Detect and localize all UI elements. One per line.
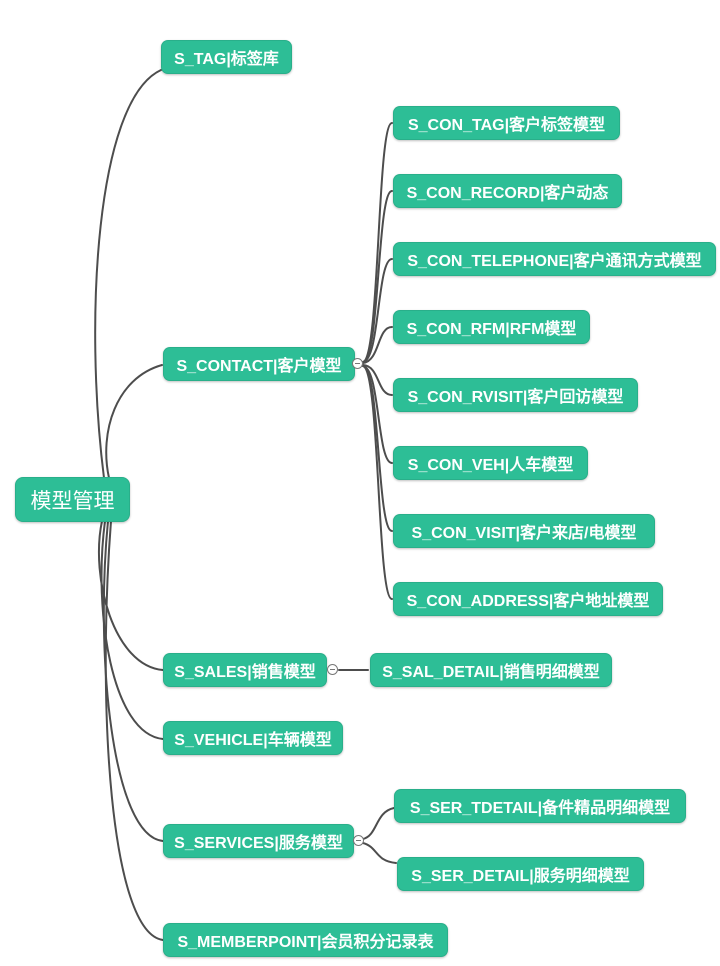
edge-contact-con-rvisit (362, 364, 393, 396)
edge-contact-con-tag (362, 122, 393, 363)
node-s-tag[interactable]: S_TAG|标签库 (161, 40, 292, 74)
edge-contact-con-veh (362, 365, 393, 464)
edge-services-ser-tdetail (362, 807, 395, 840)
minus-icon (355, 363, 360, 364)
edge-root-s-sales (98, 520, 164, 671)
edge-contact-con-rfm (362, 326, 393, 364)
node-s-contact[interactable]: S_CONTACT|客户模型 (163, 347, 355, 381)
node-s-con-visit[interactable]: S_CON_VISIT|客户来店/电模型 (393, 514, 655, 548)
node-s-ser-detail[interactable]: S_SER_DETAIL|服务明细模型 (397, 857, 644, 891)
node-s-services[interactable]: S_SERVICES|服务模型 (163, 824, 354, 858)
edge-contact-con-address (362, 365, 393, 600)
edge-root-s-vehicle (100, 520, 164, 740)
node-s-con-veh[interactable]: S_CON_VEH|人车模型 (393, 446, 588, 480)
node-s-memberpoint[interactable]: S_MEMBERPOINT|会员积分记录表 (163, 923, 448, 957)
node-s-ser-tdetail[interactable]: S_SER_TDETAIL|备件精品明细模型 (394, 789, 686, 823)
edge-contact-con-telephone (362, 258, 393, 363)
edge-root-s-contact (105, 364, 163, 479)
node-s-sales[interactable]: S_SALES|销售模型 (163, 653, 327, 687)
collapse-toggle-s-contact[interactable] (352, 358, 363, 369)
edge-contact-con-visit (362, 365, 393, 532)
node-s-con-telephone[interactable]: S_CON_TELEPHONE|客户通讯方式模型 (393, 242, 716, 276)
node-s-con-record[interactable]: S_CON_RECORD|客户动态 (393, 174, 622, 208)
collapse-toggle-s-services[interactable] (353, 835, 364, 846)
minus-icon (330, 669, 335, 670)
node-root[interactable]: 模型管理 (15, 477, 130, 522)
node-s-vehicle[interactable]: S_VEHICLE|车辆模型 (163, 721, 343, 755)
minus-icon (356, 840, 361, 841)
edge-services-ser-detail (362, 842, 397, 864)
edge-contact-con-record (362, 190, 393, 363)
edge-root-s-memberpoint (104, 520, 164, 941)
edge-root-s-tag (94, 69, 162, 479)
node-s-con-rfm[interactable]: S_CON_RFM|RFM模型 (393, 310, 590, 344)
node-s-con-rvisit[interactable]: S_CON_RVISIT|客户回访模型 (393, 378, 638, 412)
node-s-con-tag[interactable]: S_CON_TAG|客户标签模型 (393, 106, 620, 140)
collapse-toggle-s-sales[interactable] (327, 664, 338, 675)
node-s-sal-detail[interactable]: S_SAL_DETAIL|销售明细模型 (370, 653, 612, 687)
node-s-con-address[interactable]: S_CON_ADDRESS|客户地址模型 (393, 582, 663, 616)
edge-root-s-services (102, 520, 164, 842)
